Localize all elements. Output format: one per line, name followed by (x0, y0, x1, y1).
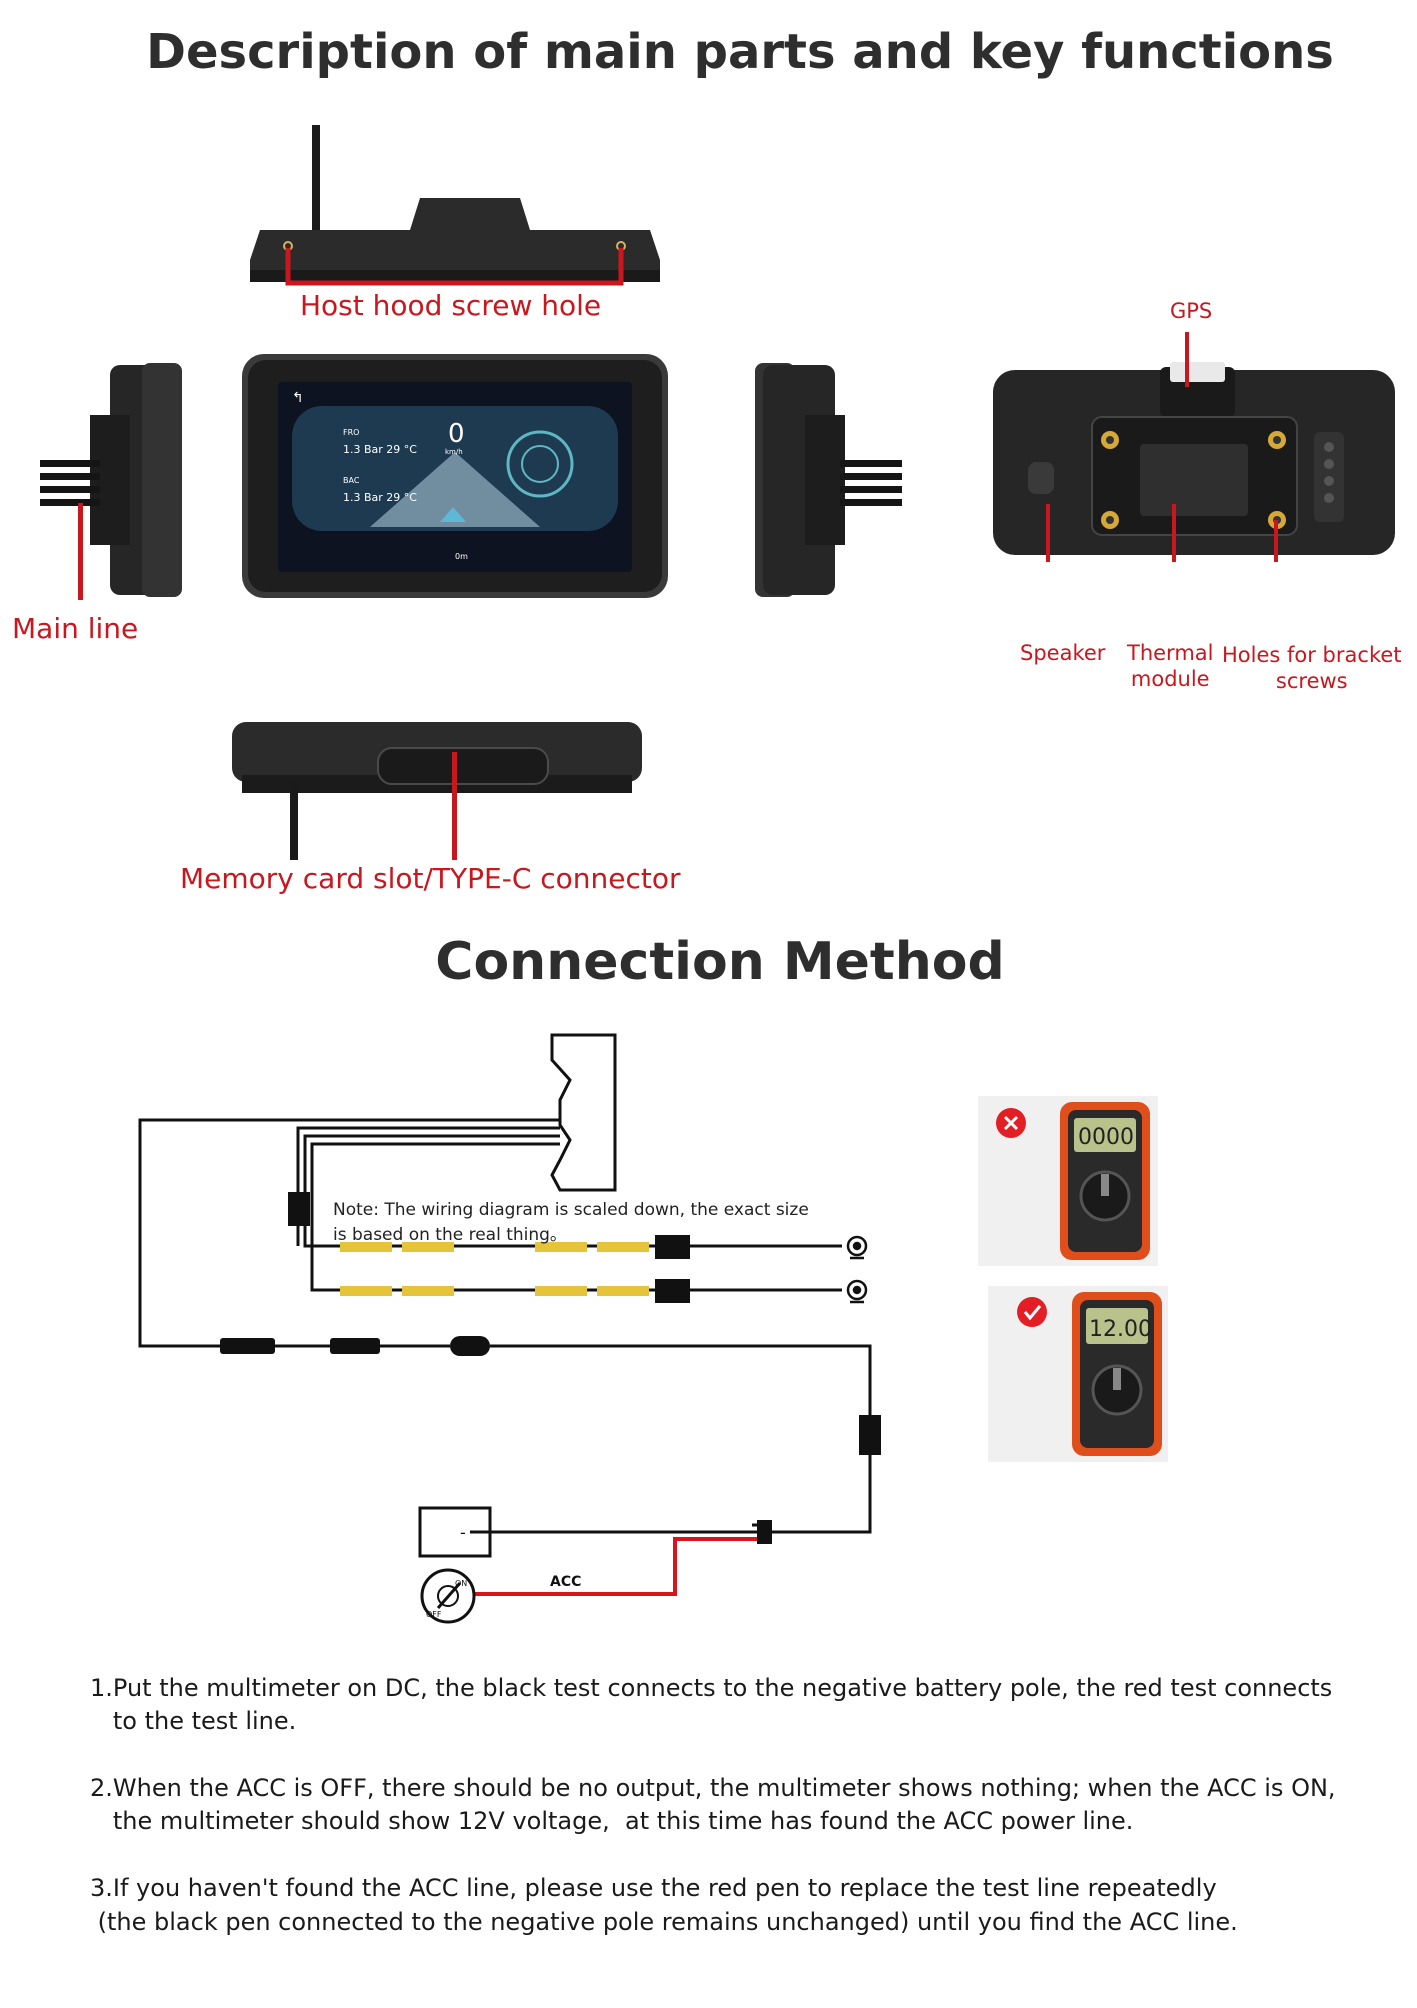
front-pressure-label: FRO (343, 428, 359, 437)
device-front-screen: ↰ FRO 1.3 Bar 29 °C BAC 1.3 Bar 29 °C 0 … (242, 354, 668, 598)
host-hood-callout-line (285, 248, 624, 286)
battery-box (418, 1506, 492, 1558)
terminal-icon (846, 1235, 868, 1304)
speed-unit: km/h (445, 448, 463, 456)
wiring-note-line1: Note: The wiring diagram is scaled down,… (333, 1200, 809, 1220)
speed-value: 0 (448, 419, 465, 449)
multimeter-wrong: 0000 (978, 1096, 1158, 1266)
check-mark-icon (1017, 1297, 1047, 1327)
switch-off-label: OFF (426, 1610, 442, 1619)
device-right-side-view (755, 363, 902, 597)
wiring-note: Note: The wiring diagram is scaled down,… (333, 1198, 809, 1247)
instruction-3-line1: 3.If you haven't found the ACC line, ple… (90, 1874, 1217, 1903)
device-top-view (250, 125, 660, 286)
svg-text:↰: ↰ (292, 390, 304, 406)
instruction-1-line1: 1.Put the multimeter on DC, the black te… (90, 1674, 1333, 1702)
instruction-2-line2: the multimeter should show 12V voltage, … (90, 1807, 1134, 1836)
right-reading: 12.00 (1089, 1317, 1152, 1342)
connection-method-title: Connection Method (435, 932, 1005, 992)
wrong-reading: 0000 (1078, 1125, 1134, 1150)
device-left-side-view (40, 363, 182, 600)
multimeter-right: 12.00 (988, 1286, 1168, 1462)
thermal-module-label-line2: module (1130, 667, 1210, 692)
distance-value: 0m (455, 552, 468, 561)
speaker-label: Speaker (1020, 641, 1106, 665)
wiring-note-line2: is based on the real thing。 (333, 1224, 567, 1245)
bracket-holes-label: Holes for bracket screws (1222, 642, 1402, 695)
front-pressure-value: 1.3 Bar 29 °C (343, 443, 417, 456)
acc-wire (472, 1537, 757, 1596)
instruction-2-line1: 2.When the ACC is OFF, there should be n… (90, 1774, 1336, 1803)
memory-card-label: Memory card slot/TYPE-C connector (180, 862, 681, 895)
bracket-holes-label-line1: Holes for bracket (1222, 643, 1402, 667)
thermal-module-label: Thermal module (1127, 640, 1213, 693)
wiring-diagram: - ACC ON OFF (138, 1033, 881, 1624)
back-pressure-label: BAC (343, 476, 360, 485)
device-back-view (993, 332, 1395, 562)
back-pressure-value: 1.3 Bar 29 °C (343, 491, 417, 504)
switch-on-label: ON (455, 1579, 467, 1588)
gps-label: GPS (1170, 299, 1213, 323)
acc-label: ACC (550, 1574, 581, 1590)
host-hood-screw-hole-label: Host hood screw hole (300, 289, 602, 322)
bracket-holes-label-line2: screws (1275, 669, 1348, 694)
battery-minus: - (460, 1523, 466, 1542)
thermal-module-label-line1: Thermal (1127, 641, 1214, 665)
instructions: 1.Put the multimeter on DC, the black te… (90, 1672, 1336, 1939)
main-line-label: Main line (12, 612, 139, 645)
page-title: Description of main parts and key functi… (146, 24, 1334, 80)
instruction-3-line2: (the black pen connected to the negative… (90, 1907, 1238, 1936)
device-bottom-view (232, 722, 642, 860)
instruction-1-line2: to the test line. (90, 1707, 297, 1736)
unit-outline (550, 1033, 617, 1192)
